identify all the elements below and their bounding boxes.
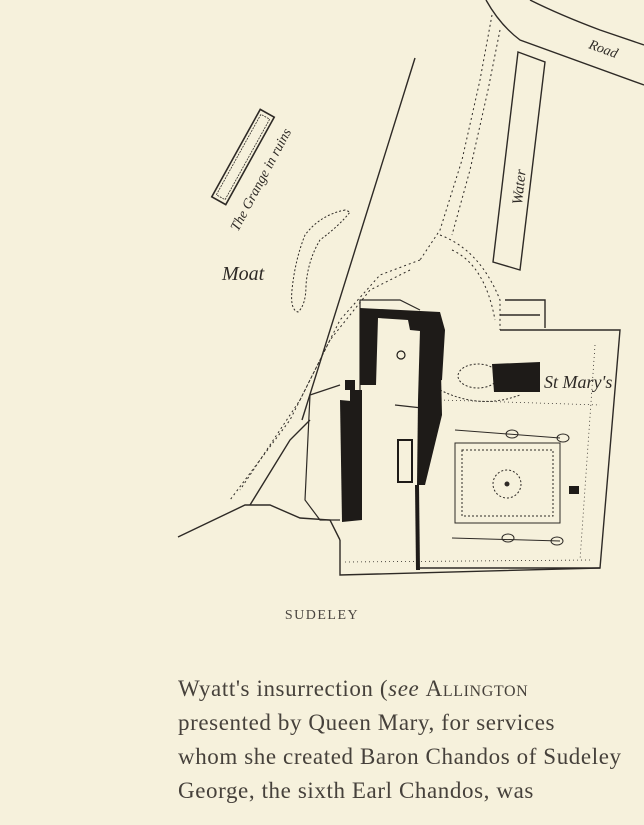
ground-line-2 — [249, 419, 311, 506]
text-line-3: whom she created Baron Chandos of Sudele… — [178, 744, 622, 769]
sudeley-plan-map: Road The Grange in ruins Water Moat St M… — [177, 0, 644, 576]
garden-enclosure — [339, 299, 621, 576]
text-line-4: George, the sixth Earl Chandos, was — [178, 778, 534, 803]
text-line-1: Wyatt's insurrection (see Allington — [178, 672, 644, 706]
allington-reference: Allington — [425, 676, 529, 701]
moat-outline — [291, 209, 351, 313]
see-reference: see — [388, 676, 420, 701]
footpaths — [229, 14, 501, 501]
formal-garden — [451, 429, 570, 546]
water-label: Water — [510, 168, 530, 205]
figure-caption: SUDELEY — [284, 608, 360, 623]
road-label: Road — [586, 37, 621, 62]
hedge-hatching — [344, 344, 601, 563]
body-text: Wyatt's insurrection (see Allington pres… — [178, 672, 644, 825]
grange-ruins — [210, 108, 276, 206]
church-label: St Mary's — [544, 372, 612, 392]
castle-buildings — [340, 308, 579, 570]
water-channel — [492, 51, 546, 271]
text-line-1-start: Wyatt's insurrection ( — [178, 676, 389, 701]
boundary-line — [301, 57, 416, 421]
moat-label: Moat — [221, 263, 265, 285]
ground-line — [177, 504, 341, 541]
road-outline — [485, 0, 644, 86]
grange-label: The Grange in ruins — [228, 126, 295, 234]
text-line-2: presented by Queen Mary, for services — [178, 710, 556, 735]
